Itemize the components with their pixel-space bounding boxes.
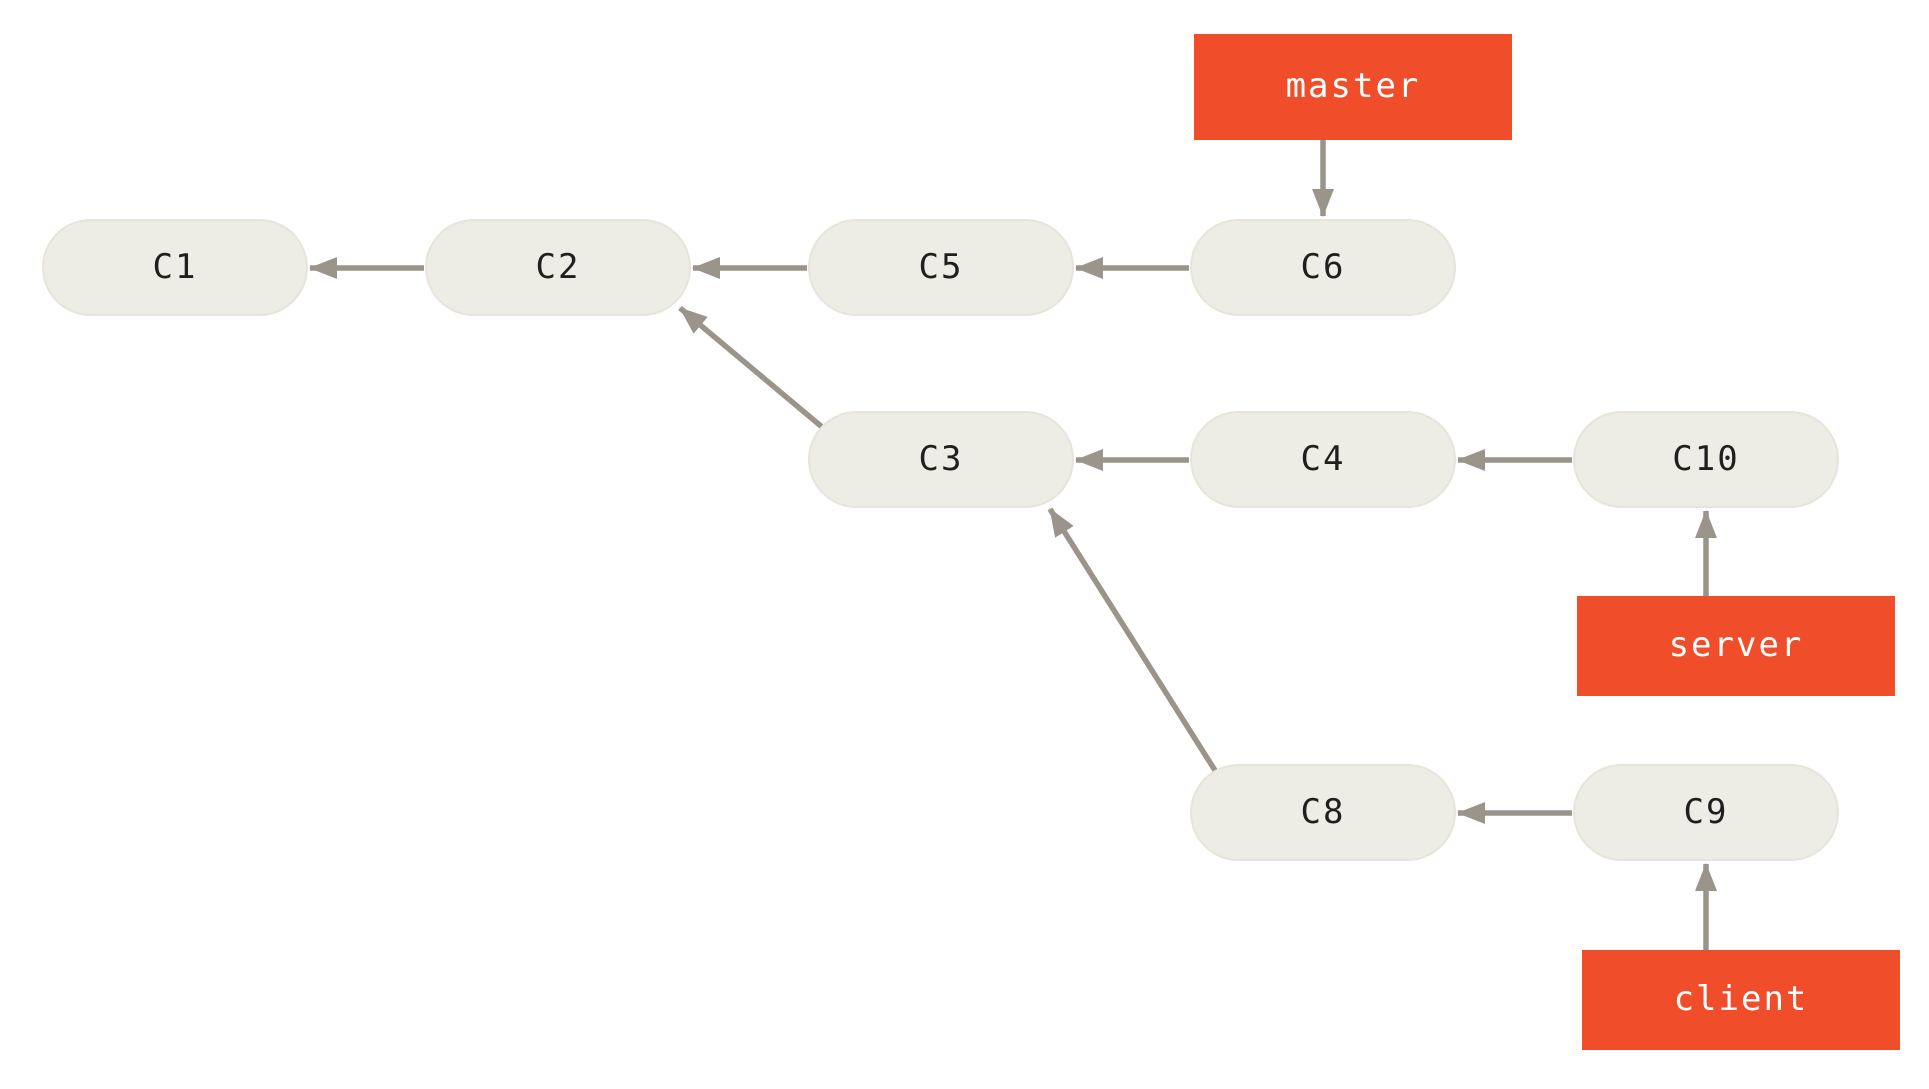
commit-label: C1 bbox=[152, 246, 198, 287]
branch-label: server bbox=[1668, 625, 1804, 665]
commit-node-c4: C4 bbox=[1190, 411, 1456, 508]
commit-node-c1: C1 bbox=[42, 219, 308, 316]
commit-node-c10: C10 bbox=[1573, 411, 1839, 508]
commit-node-c8: C8 bbox=[1190, 764, 1456, 861]
branch-label: master bbox=[1285, 66, 1421, 106]
branch-box-master: master bbox=[1194, 34, 1512, 140]
commit-node-c6: C6 bbox=[1190, 219, 1456, 316]
commit-label: C4 bbox=[1300, 438, 1346, 479]
commit-label: C2 bbox=[535, 246, 581, 287]
commit-label: C10 bbox=[1672, 438, 1740, 479]
branch-box-client: client bbox=[1582, 950, 1900, 1050]
commit-label: C9 bbox=[1683, 791, 1729, 832]
branch-box-server: server bbox=[1577, 596, 1895, 696]
commit-node-c9: C9 bbox=[1573, 764, 1839, 861]
commit-label: C3 bbox=[918, 438, 964, 479]
commit-node-c3: C3 bbox=[808, 411, 1074, 508]
commit-node-c5: C5 bbox=[808, 219, 1074, 316]
commit-node-c2: C2 bbox=[425, 219, 691, 316]
commit-label: C8 bbox=[1300, 791, 1346, 832]
commit-label: C6 bbox=[1300, 246, 1346, 287]
branch-label: client bbox=[1673, 979, 1809, 1019]
commit-label: C5 bbox=[918, 246, 964, 287]
